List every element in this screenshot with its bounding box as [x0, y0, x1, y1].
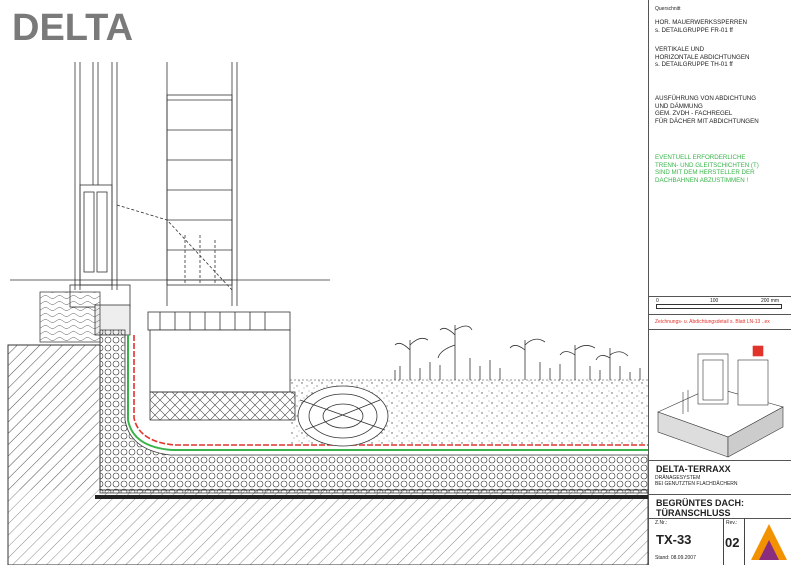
note-sealings: VERTIKALE UND HORIZONTALE ABDICHTUNGEN s…	[655, 46, 750, 69]
revision-label: Rev.:	[726, 520, 738, 526]
product-title: DELTA-TERRAXX	[656, 464, 731, 474]
paving-stones	[147, 311, 291, 393]
scale-label-0: 0	[656, 298, 659, 304]
delta-logo: DELTA	[12, 7, 133, 49]
revision-date: Stand: 08.09.2007	[655, 555, 696, 561]
note-separation-layers: EVENTUELL ERFORDERLICHE TRENN- UND GLEIT…	[655, 154, 759, 184]
insulation-left	[39, 291, 101, 343]
scale-bar	[656, 304, 782, 309]
isometric-sketch	[657, 345, 784, 458]
vegetation	[394, 325, 641, 380]
bottom-membrane	[95, 495, 648, 499]
gravel-bed	[149, 391, 296, 421]
drawing-number-label: Z.Nr.:	[655, 520, 668, 526]
sealing-line-red	[133, 335, 648, 446]
scale-label-200: 200 mm	[761, 298, 780, 304]
facade	[74, 62, 238, 306]
sidebar-header: Querschnitt	[655, 6, 681, 12]
product-subtitle: DRÄNAGESYSTEM BEI GENUTZTEN FLACHDÄCHERN	[655, 475, 738, 487]
detail-drawing: DELTA	[7, 7, 648, 565]
scale-label-100: 100	[710, 298, 719, 304]
sealing-line-green	[127, 335, 648, 451]
drawing-number: TX-33	[656, 532, 692, 547]
title-block: Querschnitt HOR. MAUERWERKSSPERREN s. DE…	[648, 0, 791, 565]
revision-number: 02	[725, 535, 740, 550]
note-horizontal-barrier: HOR. MAUERWERKSSPERREN s. DETAILGRUPPE F…	[655, 19, 748, 34]
log-element	[297, 385, 389, 447]
note-execution: AUSFÜHRUNG VON ABDICHTUNG UND DÄMMUNG GE…	[655, 95, 759, 125]
detail-title: BEGRÜNTES DACH: TÜRANSCHLUSS	[656, 498, 745, 518]
company-logo-mark	[751, 524, 787, 560]
red-reference-note: Zeichnungs- u. Abdichtungsdetail s. Blat…	[655, 319, 770, 325]
drainage-layer	[99, 329, 648, 494]
